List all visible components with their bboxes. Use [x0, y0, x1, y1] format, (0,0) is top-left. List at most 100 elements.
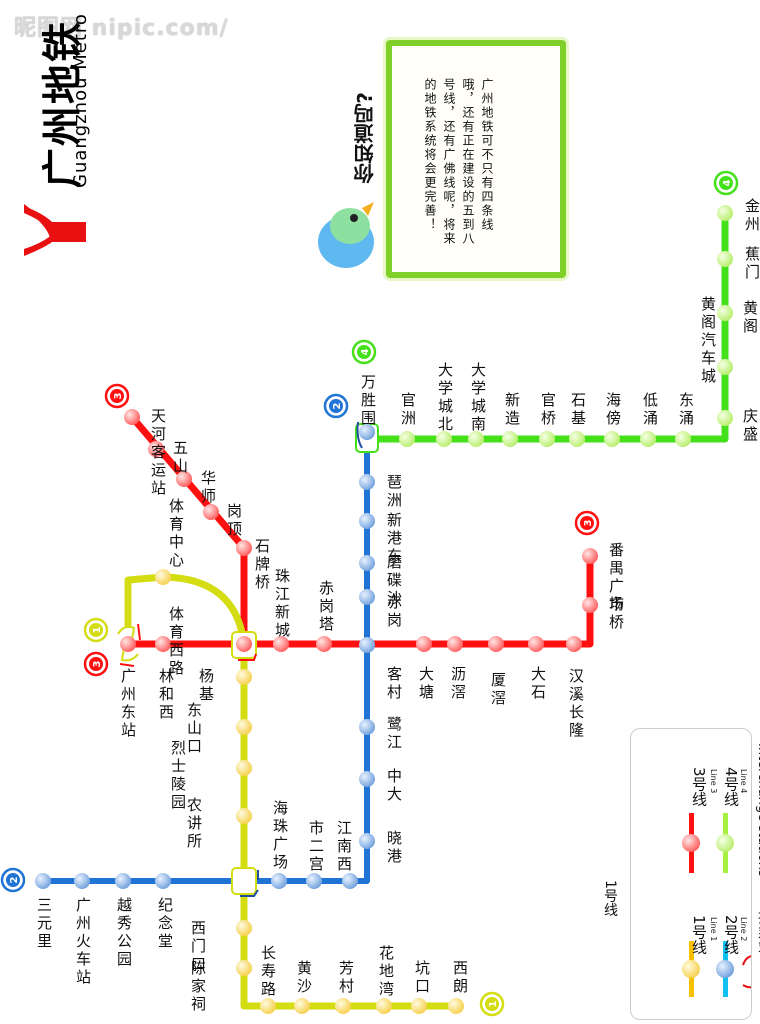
station-label[interactable]: 新港东	[385, 512, 403, 566]
station-label[interactable]: 林和西	[157, 668, 175, 722]
station-marker[interactable]	[359, 637, 375, 653]
station-label[interactable]: 广州火车站	[74, 897, 92, 987]
line-badge-icon[interactable]: 1	[479, 991, 505, 1017]
station-marker[interactable]	[294, 998, 310, 1014]
station-label[interactable]: 越秀公园	[115, 897, 133, 969]
station-label[interactable]: 汉溪长隆	[567, 668, 585, 740]
station-label[interactable]: 官洲	[399, 392, 417, 428]
station-marker[interactable]	[335, 998, 351, 1014]
station-marker[interactable]	[359, 555, 375, 571]
station-marker[interactable]	[411, 998, 427, 1014]
station-label[interactable]: 西门口	[189, 920, 207, 974]
station-marker[interactable]	[675, 431, 691, 447]
station-label[interactable]: 大学城南	[469, 362, 487, 434]
station-marker[interactable]	[176, 471, 192, 487]
station-label[interactable]: 天河客运站	[149, 408, 167, 498]
line-badge-icon[interactable]: 2	[323, 393, 349, 419]
station-label[interactable]: 黄阁	[741, 300, 759, 336]
interchange-icon-gongyuanqian[interactable]	[231, 867, 259, 897]
station-marker[interactable]	[717, 359, 733, 375]
station-label[interactable]: 石基	[569, 392, 587, 428]
station-marker[interactable]	[236, 669, 252, 685]
station-label[interactable]: 赤岗塔	[317, 580, 335, 634]
station-marker[interactable]	[717, 251, 733, 267]
interchange-icon-guangzhou-east[interactable]	[117, 623, 141, 667]
station-marker[interactable]	[416, 636, 432, 652]
station-label[interactable]: 厦滘	[489, 672, 507, 708]
station-label[interactable]: 番禺广场	[607, 542, 625, 614]
station-marker[interactable]	[359, 719, 375, 735]
station-label[interactable]: 琶洲	[385, 474, 403, 510]
station-label[interactable]: 西朗	[451, 960, 469, 996]
station-marker[interactable]	[74, 873, 90, 889]
station-marker[interactable]	[359, 833, 375, 849]
station-marker[interactable]	[236, 808, 252, 824]
station-marker[interactable]	[236, 920, 252, 936]
station-label[interactable]: 三元里	[35, 897, 53, 951]
station-marker[interactable]	[155, 636, 171, 652]
station-marker[interactable]	[376, 998, 392, 1014]
station-label[interactable]: 纪念堂	[156, 897, 174, 951]
station-marker[interactable]	[640, 431, 656, 447]
station-marker[interactable]	[717, 305, 733, 321]
station-label[interactable]: 华师	[199, 470, 217, 506]
station-label[interactable]: 烈士陵园	[169, 740, 187, 812]
station-label[interactable]: 芳村	[337, 960, 355, 996]
station-label[interactable]: 磨碟沙	[385, 554, 403, 608]
station-marker[interactable]	[236, 719, 252, 735]
station-label[interactable]: 大学城北	[436, 362, 454, 434]
station-label[interactable]: 低涌	[641, 392, 659, 428]
station-marker[interactable]	[155, 873, 171, 889]
station-label[interactable]: 花地湾	[377, 945, 395, 999]
station-label[interactable]: 庆盛	[741, 408, 759, 444]
station-marker[interactable]	[306, 873, 322, 889]
station-marker[interactable]	[582, 548, 598, 564]
station-marker[interactable]	[115, 873, 131, 889]
station-label[interactable]: 金州	[743, 198, 760, 234]
station-label[interactable]: 海傍	[604, 392, 622, 428]
line-badge-icon[interactable]: 1	[83, 617, 109, 643]
station-marker[interactable]	[271, 873, 287, 889]
station-marker[interactable]	[566, 636, 582, 652]
station-label[interactable]: 杨基	[197, 668, 215, 704]
station-label[interactable]: 鹭江	[385, 716, 403, 752]
station-marker[interactable]	[120, 636, 136, 652]
station-label[interactable]: 东涌	[677, 392, 695, 428]
station-label[interactable]: 石牌桥	[253, 538, 271, 592]
station-label[interactable]: 万胜围	[359, 374, 377, 428]
station-marker[interactable]	[448, 998, 464, 1014]
station-label[interactable]: 珠江新城	[273, 568, 291, 640]
station-label[interactable]: 黄阁汽车城	[699, 296, 717, 386]
station-marker[interactable]	[236, 960, 252, 976]
station-marker[interactable]	[582, 597, 598, 613]
station-marker[interactable]	[399, 431, 415, 447]
station-marker[interactable]	[273, 636, 289, 652]
station-marker[interactable]	[502, 431, 518, 447]
station-label[interactable]: 农讲所	[185, 797, 203, 851]
station-label[interactable]: 海珠广场	[271, 800, 289, 872]
station-marker[interactable]	[342, 873, 358, 889]
station-marker[interactable]	[236, 760, 252, 776]
station-marker[interactable]	[155, 569, 171, 585]
station-marker[interactable]	[203, 504, 219, 520]
station-label[interactable]: 沥滘	[449, 666, 467, 702]
station-marker[interactable]	[717, 410, 733, 426]
station-label[interactable]: 大塘	[417, 666, 435, 702]
station-label[interactable]: 赤岗	[385, 594, 403, 630]
station-marker[interactable]	[236, 636, 252, 652]
line-badge-icon[interactable]: 3	[83, 651, 109, 677]
station-label[interactable]: 坑口	[413, 960, 431, 996]
station-marker[interactable]	[539, 431, 555, 447]
station-label[interactable]: 大石	[529, 666, 547, 702]
line-badge-icon[interactable]: 3	[104, 383, 130, 409]
line-badge-icon[interactable]: 4	[713, 170, 739, 196]
station-label[interactable]: 中大	[385, 768, 403, 804]
line-badge-icon[interactable]: 2	[0, 867, 26, 893]
station-marker[interactable]	[236, 540, 252, 556]
line-badge-icon[interactable]: 4	[351, 339, 377, 365]
station-marker[interactable]	[316, 636, 332, 652]
station-label[interactable]: 东山口	[185, 702, 203, 756]
station-marker[interactable]	[447, 636, 463, 652]
station-marker[interactable]	[359, 424, 375, 440]
station-label[interactable]: 新造	[503, 392, 521, 428]
